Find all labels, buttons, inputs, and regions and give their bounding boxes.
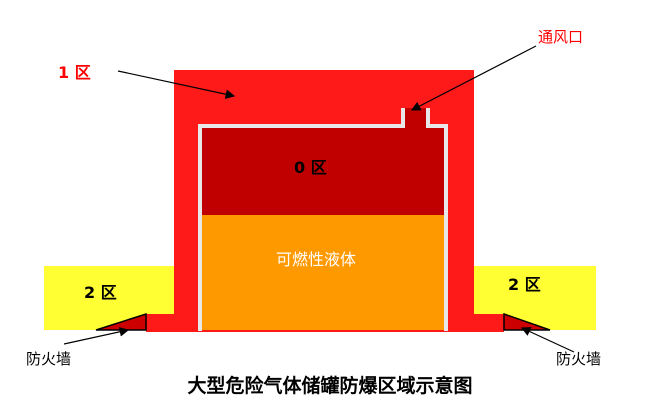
zone2-left-label: 2 区: [84, 283, 117, 302]
firewall-right-pointer: [520, 327, 575, 353]
vent-neck: [402, 108, 428, 128]
vent-pointer: [410, 45, 537, 111]
liquid-area: [201, 215, 446, 330]
zone1-pointer: [117, 70, 236, 99]
tank-wall: [198, 108, 448, 331]
diagram-caption: 大型危险气体储罐防爆区域示意图: [187, 374, 472, 397]
zone1-left-strip: [146, 314, 174, 332]
zone0-area: [201, 127, 446, 215]
zone1-label: 1 区: [58, 63, 91, 82]
zone0-label: 0 区: [294, 158, 327, 177]
firewall-right-label: 防火墙: [556, 350, 601, 368]
zone2-right-label: 2 区: [508, 275, 541, 294]
liquid-label: 可燃性液体: [276, 250, 356, 269]
firewall-left-pointer: [63, 327, 130, 345]
vent-label: 通风口: [538, 28, 583, 46]
firewall-left-label: 防火墙: [26, 350, 71, 368]
zone1-right-strip: [474, 314, 504, 332]
